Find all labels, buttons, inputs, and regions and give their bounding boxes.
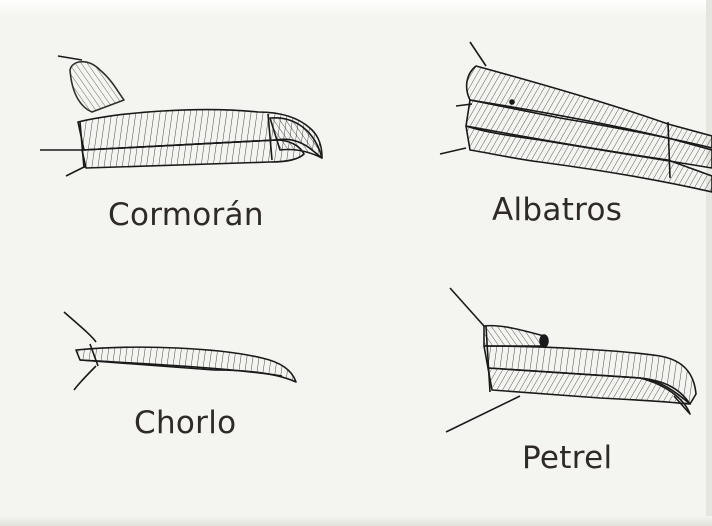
label-petrel: Petrel [522,440,612,476]
label-albatros: Albatros [492,192,622,228]
albatros-beak [440,42,712,192]
label-chorlo: Chorlo [134,405,236,441]
chorlo-beak [64,312,296,390]
petrel-beak [446,288,696,432]
cormoran-beak [40,56,322,176]
label-cormoran: Cormorán [108,197,264,233]
